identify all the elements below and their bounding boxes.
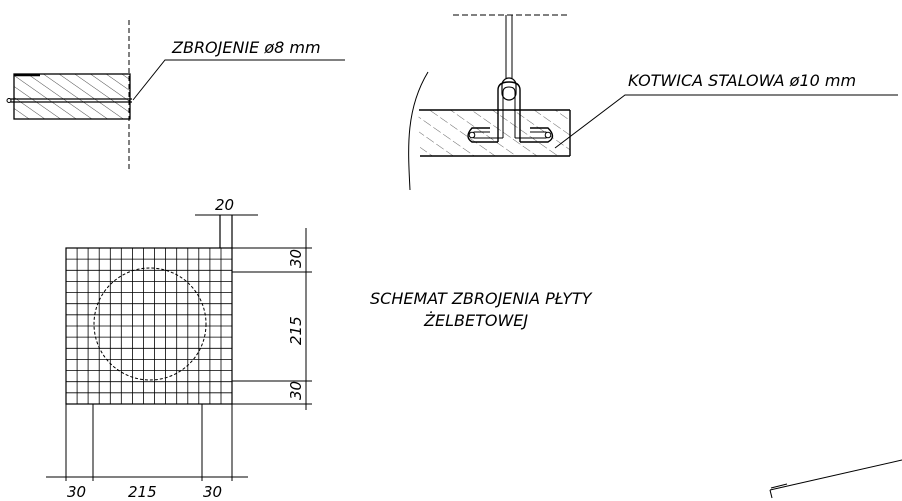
anchor-hook-left <box>467 127 498 143</box>
detail-anchor: KOTWICA STALOWA ø10 mm <box>408 14 898 191</box>
schemat-title-line2: ŻELBETOWEJ <box>423 311 528 330</box>
dim-bottom-30-left: 30 <box>67 483 86 501</box>
anchor-bar-right <box>544 131 552 139</box>
anchor-loop-inner <box>502 86 516 138</box>
anchor-loop <box>497 81 521 142</box>
schemat-title-line1: SCHEMAT ZBROJENIA PŁYTY <box>370 289 593 308</box>
break-line <box>408 71 429 191</box>
dim-right-30-bottom: 30 <box>287 381 305 400</box>
leader-kotwica <box>554 94 898 149</box>
mesh-outline <box>65 247 233 405</box>
detail-mesh-plan: 20 30 215 30 30 215 30 <box>46 196 312 501</box>
dim-bottom-30-right: 30 <box>203 483 222 501</box>
dim-right-215: 215 <box>287 316 305 345</box>
anchor-hook-right <box>520 127 554 143</box>
dim-bottom-215: 215 <box>128 483 157 501</box>
label-kotwica: KOTWICA STALOWA ø10 mm <box>628 71 856 90</box>
cable-link <box>501 77 517 101</box>
detail-slab-edge: ZBROJENIE ø8 mm <box>6 20 345 172</box>
anchor-bar-left <box>468 131 476 139</box>
leader-zbrojenie <box>132 59 345 101</box>
opening-circle <box>93 267 207 381</box>
slab-break-fill <box>418 110 570 156</box>
slab-section <box>13 73 131 120</box>
mesh-grid <box>66 248 232 404</box>
cutoff-leader <box>769 459 902 499</box>
dim-top-20: 20 <box>215 196 234 214</box>
dim-right-30-top: 30 <box>287 249 305 268</box>
bar-end-mark <box>6 98 12 103</box>
label-zbrojenie: ZBROJENIE ø8 mm <box>171 38 321 57</box>
